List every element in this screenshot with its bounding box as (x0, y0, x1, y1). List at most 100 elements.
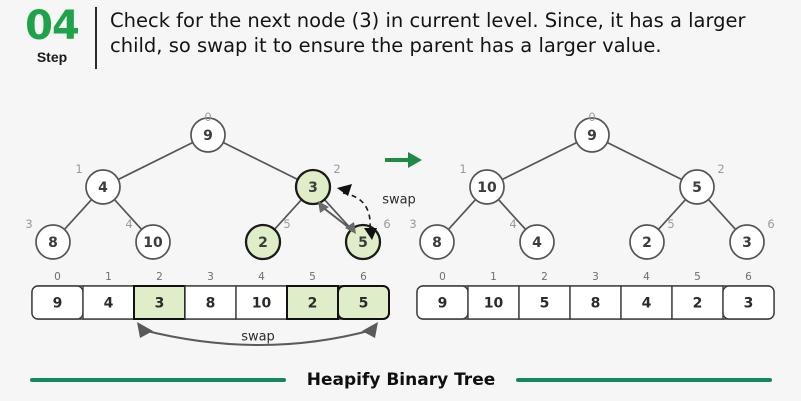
right-tree-edge (707, 199, 737, 230)
right-array-value: 3 (744, 296, 754, 312)
node-swap-arrowhead-down (345, 222, 356, 234)
node-index: 6 (767, 217, 774, 231)
node-value: 10 (477, 180, 497, 196)
swap-arrowhead-left (337, 184, 352, 196)
node-value: 4 (532, 235, 542, 251)
right-tree-node-3: 83 (409, 217, 455, 260)
node-index: 0 (204, 110, 211, 124)
left-array-value: 4 (104, 296, 114, 312)
right-tree-edge (447, 199, 477, 230)
node-value: 10 (143, 235, 163, 251)
left-tree-node-3: 83 (25, 217, 71, 260)
left-array-cell-4 (235, 285, 288, 320)
right-tree-node-5: 25 (629, 217, 675, 260)
swap-arrowhead-down (364, 228, 377, 240)
node-circle (35, 224, 71, 260)
array-swap-annotation: swap (137, 322, 378, 346)
right-array-cell-5 (671, 285, 724, 320)
node-index: 2 (333, 162, 340, 176)
node-value: 3 (742, 235, 752, 251)
node-value: 3 (308, 180, 318, 196)
array-swap-label: swap (241, 330, 275, 345)
node-value: 4 (98, 180, 108, 196)
left-array-value: 5 (359, 296, 369, 312)
right-tree-node-4: 44 (509, 217, 555, 260)
left-tree-edge (117, 141, 194, 181)
right-array-cell-3 (569, 285, 622, 320)
right-array-value: 2 (693, 296, 703, 312)
node-circle (294, 168, 332, 206)
footer-rule-left (30, 378, 286, 382)
node-circle (519, 224, 555, 260)
node-circle (244, 223, 282, 261)
step-label: Step (36, 49, 68, 65)
footer-rule-right (516, 378, 772, 382)
node-circle (419, 224, 455, 260)
left-tree-edge (323, 199, 353, 230)
header: 04 Step Check for the next node (3) in c… (0, 0, 801, 88)
right-array-index: 3 (592, 271, 599, 283)
node-circle (85, 169, 121, 205)
right-array-value: 10 (484, 296, 504, 312)
green-arrow-head (408, 152, 422, 168)
right-tree-edges (447, 141, 737, 230)
left-array-index: 2 (156, 271, 163, 283)
left-array-index: 4 (258, 271, 265, 283)
left-array-value: 8 (206, 296, 216, 312)
array-swap-arrowhead-right (362, 322, 378, 338)
node-circle (729, 224, 765, 260)
node-index: 5 (283, 217, 290, 231)
array-swap-arrowhead-left (137, 322, 153, 338)
left-array-index: 6 (360, 271, 367, 283)
left-tree-edge (113, 199, 143, 230)
node-swap-arrowhead-up (318, 201, 329, 213)
left-array-index: 5 (309, 271, 316, 283)
left-array-index: 1 (105, 271, 112, 283)
node-index: 4 (125, 217, 132, 231)
left-tree-node-1: 41 (75, 162, 121, 205)
node-circle (679, 169, 715, 205)
left-tree-node-0: 90 (190, 110, 226, 153)
node-index: 4 (509, 217, 516, 231)
node-value: 8 (432, 235, 442, 251)
node-value: 2 (642, 235, 652, 251)
left-tree-node-4: 10 4 (125, 217, 171, 260)
left-array-cell-5 (286, 285, 339, 320)
node-swap-connector (320, 205, 353, 231)
right-array-index: 6 (745, 271, 752, 283)
footer: Heapify Binary Tree (0, 358, 801, 401)
node-index: 5 (667, 217, 674, 231)
node-index: 0 (588, 110, 595, 124)
header-divider (95, 7, 97, 69)
right-tree-edge (501, 141, 578, 181)
tree-swap-annotation: swap (318, 184, 416, 240)
right-array-value: 5 (540, 296, 550, 312)
left-array-index: 0 (54, 271, 61, 283)
left-array-value: 9 (53, 296, 63, 312)
node-value: 9 (203, 128, 213, 144)
right-array-value: 8 (591, 296, 601, 312)
left-array-value: 2 (308, 296, 318, 312)
right-array-index: 2 (541, 271, 548, 283)
step-description: Check for the next node (3) in current l… (110, 9, 746, 57)
right-tree-node-6: 36 (729, 217, 775, 260)
node-index: 3 (25, 217, 32, 231)
left-tree-edge (63, 199, 93, 230)
node-index: 1 (75, 162, 82, 176)
node-index: 3 (409, 217, 416, 231)
right-tree-edge (497, 199, 527, 230)
node-circle (574, 117, 610, 153)
left-tree-node-2: 32 (294, 162, 341, 206)
transition-arrow-icon (385, 152, 422, 168)
left-array-value: 10 (252, 296, 272, 312)
left-tree-node-5: 25 (244, 217, 291, 261)
node-value: 5 (358, 235, 368, 251)
right-array-cell-6 (722, 285, 775, 320)
right-tree-node-1: 101 (459, 162, 505, 205)
left-tree-edges (63, 141, 353, 230)
step-badge: 04 Step (12, 6, 92, 66)
